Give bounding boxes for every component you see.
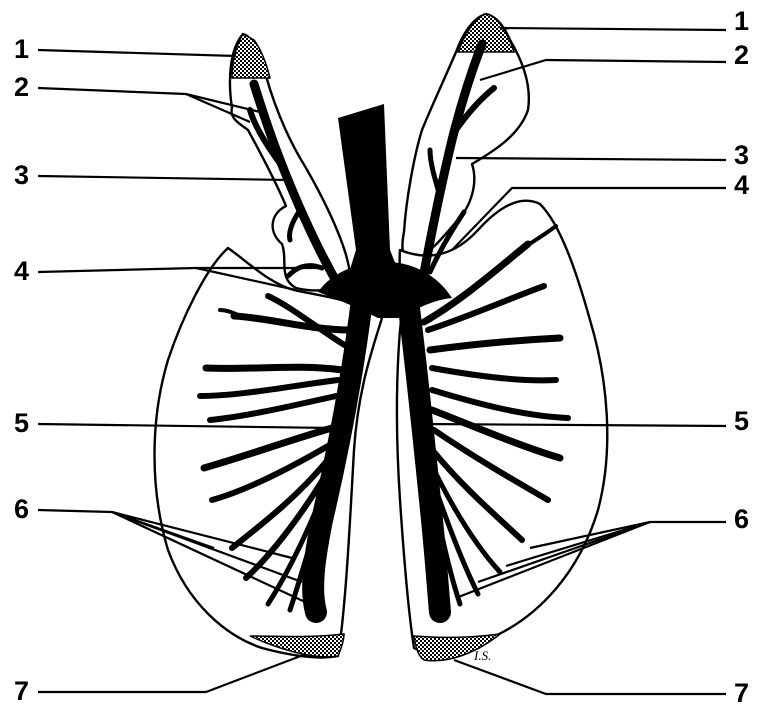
leader-right-1: [500, 28, 726, 30]
label-right-6: 6: [734, 504, 749, 534]
label-left-6: 6: [14, 494, 29, 524]
leader-left-1: [38, 50, 236, 56]
label-left-1: 1: [14, 34, 29, 64]
label-left-2: 2: [14, 72, 29, 102]
label-right-1: 1: [734, 6, 749, 36]
label-left-3: 3: [14, 160, 29, 190]
label-left-7: 7: [14, 676, 29, 705]
leader-left-7: [38, 654, 306, 692]
leader-right-3: [456, 158, 726, 160]
label-right-7: 7: [734, 678, 749, 705]
leader-left-2: [38, 88, 260, 112]
bronchus: [206, 367, 342, 370]
artist-mark: I.S.: [473, 648, 491, 663]
labels-right: 1 2 3 4 5 6 7: [734, 6, 749, 705]
leader-right-7: [454, 660, 726, 694]
right-apex-stipple: [458, 14, 514, 52]
label-right-4: 4: [734, 170, 749, 200]
leader-left-4: [38, 268, 320, 272]
label-right-5: 5: [734, 406, 749, 436]
label-left-5: 5: [14, 408, 29, 438]
label-right-2: 2: [734, 40, 749, 70]
labels-left: 1 2 3 4 5 6 7: [14, 34, 29, 705]
label-right-3: 3: [734, 140, 749, 170]
leader-left-3: [38, 176, 290, 180]
label-left-4: 4: [14, 256, 29, 286]
